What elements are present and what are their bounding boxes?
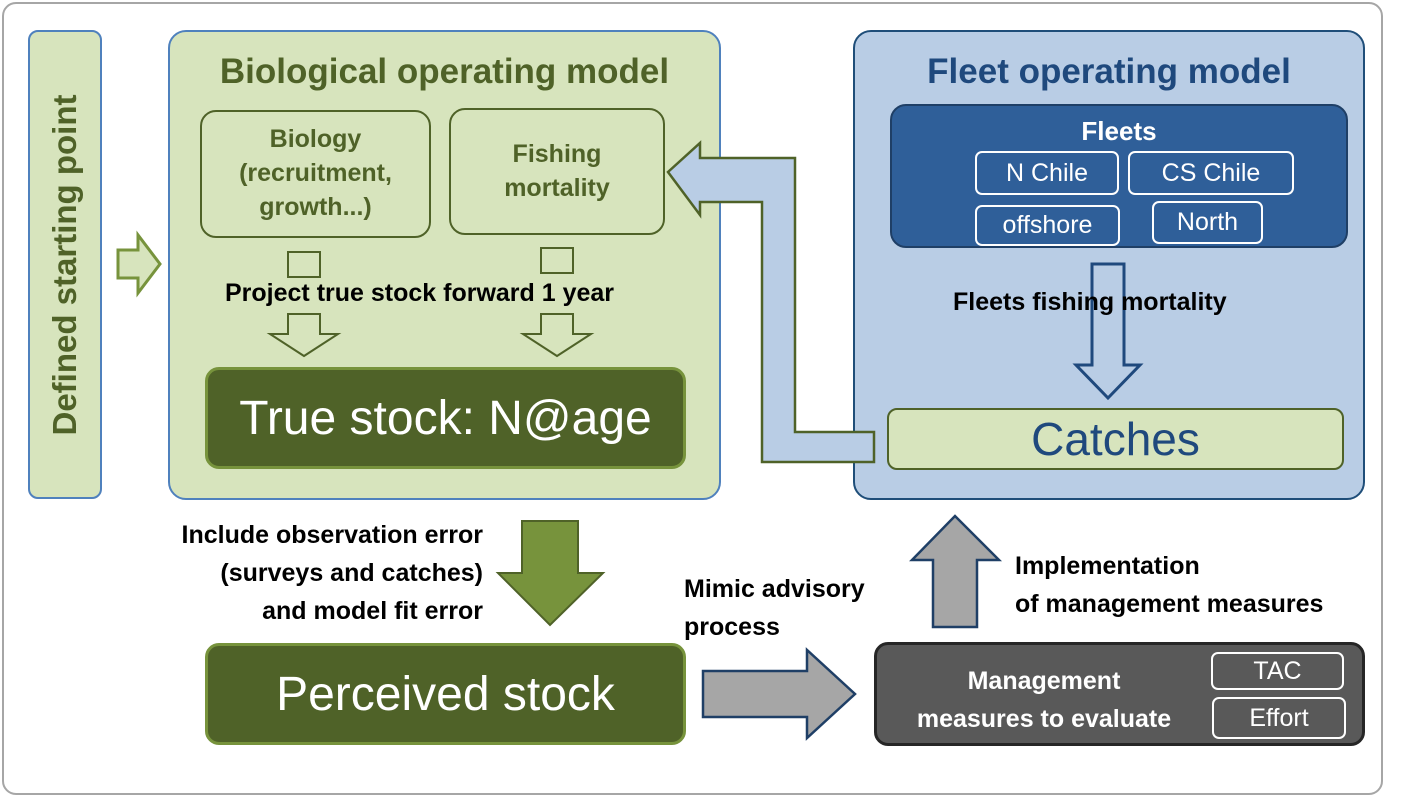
fleet-n-chile: N Chile xyxy=(975,151,1119,195)
fleet-north: North xyxy=(1152,201,1263,244)
option-tac: TAC xyxy=(1211,652,1344,690)
observation-down-arrow xyxy=(495,520,606,627)
observation-line-2: (surveys and catches) xyxy=(220,559,483,587)
implementation-up-arrow xyxy=(909,514,1003,629)
advisory-process-label: Mimic advisory process xyxy=(684,570,865,646)
management-label: Management measures to evaluate xyxy=(886,660,1202,740)
option-effort: Effort xyxy=(1212,697,1346,739)
management-measures-box xyxy=(874,642,1365,746)
observation-line-3: and model fit error xyxy=(262,597,483,625)
observation-line-1: Include observation error xyxy=(181,521,483,549)
starting-point-box: Defined starting point xyxy=(28,30,102,499)
advisory-line-1: Mimic advisory xyxy=(684,575,865,603)
fishing-down-arrow xyxy=(519,313,595,358)
advisory-right-arrow xyxy=(701,647,857,741)
start-to-bio-arrow xyxy=(116,230,162,298)
fishing-mortality-box: Fishing mortality xyxy=(449,108,665,235)
biology-line-2: (recruitment, xyxy=(239,159,392,188)
true-stock-box: True stock: N@age xyxy=(205,367,686,469)
implementation-label: Implementation of management measures xyxy=(1015,547,1323,623)
biology-down-arrow xyxy=(266,313,342,358)
fishing-connector-square xyxy=(540,247,574,274)
project-forward-label: Project true stock forward 1 year xyxy=(225,279,615,307)
observation-error-label: Include observation error (surveys and c… xyxy=(140,516,483,630)
fleet-offshore: offshore xyxy=(975,205,1120,246)
biology-box: Biology (recruitment, growth...) xyxy=(200,110,431,238)
implementation-line-1: Implementation xyxy=(1015,552,1200,580)
bio-om-title: Biological operating model xyxy=(219,52,670,91)
fleet-mortality-down-arrow xyxy=(1072,262,1144,401)
management-line-2: measures to evaluate xyxy=(916,705,1172,733)
fishing-line-1: Fishing xyxy=(512,139,602,168)
fleet-fishing-mortality-label: Fleets fishing mortality xyxy=(953,288,1227,316)
biology-line-1: Biology xyxy=(269,125,362,154)
management-line-1: Management xyxy=(967,667,1121,695)
catches-box: Catches xyxy=(887,408,1344,470)
implementation-line-2: of management measures xyxy=(1015,590,1324,618)
perceived-stock-box: Perceived stock xyxy=(205,643,686,745)
biology-line-3: growth...) xyxy=(259,192,372,221)
fishing-line-2: mortality xyxy=(504,173,610,202)
fleet-om-title: Fleet operating model xyxy=(927,52,1291,91)
fleet-cs-chile: CS Chile xyxy=(1128,151,1294,195)
fleets-title: Fleets xyxy=(1081,115,1157,146)
diagram-frame xyxy=(2,2,1383,795)
biology-connector-square xyxy=(287,251,321,278)
catches-feedback-arrow xyxy=(666,140,876,464)
advisory-line-2: process xyxy=(684,613,780,641)
